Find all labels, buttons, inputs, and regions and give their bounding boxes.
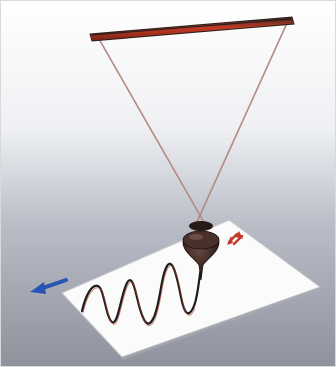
- pendulum-sand-trace-illustration: [0, 0, 336, 367]
